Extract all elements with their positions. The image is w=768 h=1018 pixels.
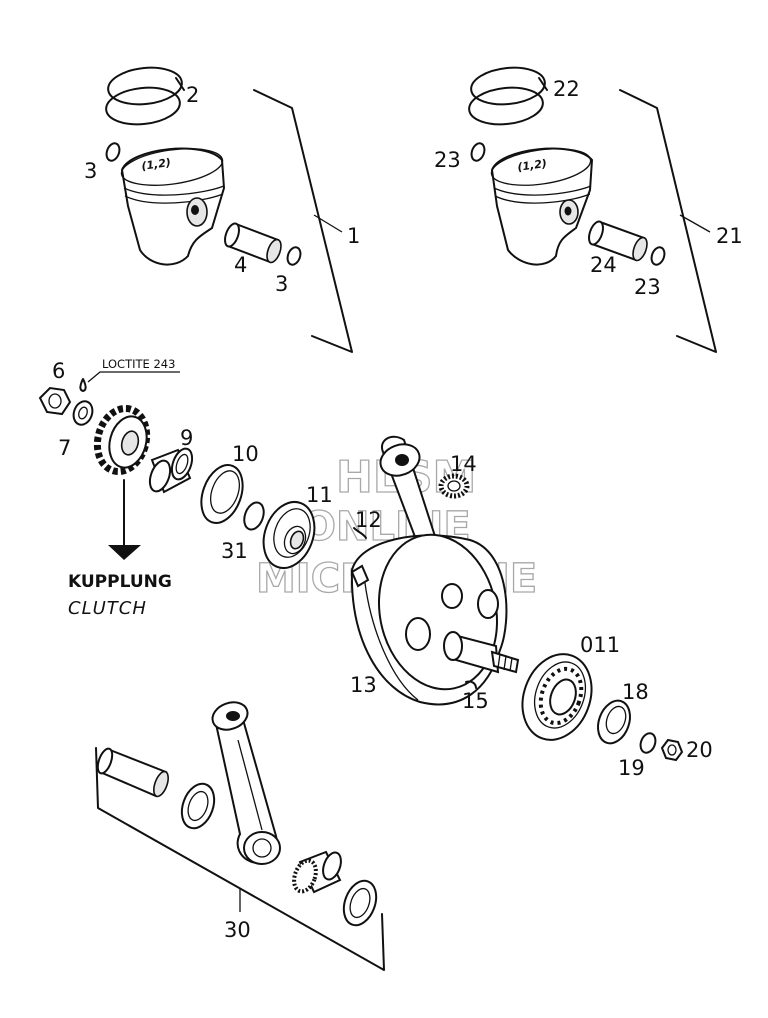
callout-30: 30	[224, 918, 251, 942]
piston-crown-left	[120, 148, 224, 186]
callout-14: 14	[450, 452, 477, 476]
crank-web-edge	[363, 574, 419, 701]
callout-23-top: 23	[434, 148, 461, 172]
washer-19	[639, 732, 657, 754]
callout-21: 21	[716, 224, 743, 248]
piston-pin-hole-left	[191, 205, 199, 215]
nut-6	[38, 386, 72, 416]
piston-ring-groove2-left	[124, 193, 224, 204]
callout-2: 2	[186, 83, 199, 107]
callout-31: 31	[221, 539, 248, 563]
piston-marking-left: (1,2)	[141, 156, 172, 173]
loctite-note: LOCTITE 243	[102, 357, 175, 371]
circlip-top-left	[105, 142, 121, 162]
piston-right	[490, 147, 594, 266]
piston-ring-upper	[107, 66, 183, 106]
piston-assembly-right: (1,2) 22 23 21 24 23	[434, 66, 743, 353]
bushing-9	[148, 447, 194, 494]
piston-ring-lower-right	[468, 86, 544, 126]
callout-23-bottom: 23	[634, 275, 661, 299]
piston-marking-right: (1,2)	[517, 157, 548, 174]
washer-7	[72, 400, 94, 426]
callout-10: 10	[232, 442, 259, 466]
piston-assembly-left: (1,2) 2 3 1 4 3	[84, 66, 360, 353]
woodruff-key-12	[353, 527, 367, 539]
callout-011: 011	[580, 633, 620, 657]
needle-bearing-kit	[292, 850, 342, 894]
piston-crown-right	[490, 148, 592, 186]
crank-pin	[96, 747, 169, 798]
leader-1	[313, 214, 343, 233]
callout-6: 6	[52, 359, 65, 383]
callout-1: 1	[347, 224, 360, 248]
callout-15: 15	[462, 689, 489, 713]
left-shaft-parts: LOCTITE 243 KUPPLUNG CLUTCH	[38, 357, 333, 619]
main-bearing-11	[262, 501, 316, 569]
shaft-seal-10	[200, 464, 244, 524]
ball-bearing-011	[521, 653, 593, 741]
callout-3-bottom: 3	[275, 272, 288, 296]
crank-hole-left	[405, 617, 431, 651]
callout-7: 7	[58, 436, 71, 460]
crankshaft-assembly: 14 12 13 15	[350, 435, 520, 713]
connecting-rod-kit	[211, 701, 281, 865]
callout-13: 13	[350, 673, 377, 697]
callout-9: 9	[180, 426, 193, 450]
bracket-conrod-kit	[95, 747, 385, 971]
callout-24: 24	[590, 253, 617, 277]
callout-20: 20	[686, 738, 713, 762]
piston-left	[120, 147, 226, 266]
primary-gear	[93, 404, 151, 476]
leader-21	[679, 214, 711, 233]
nut-20	[660, 738, 684, 762]
woodruff-key-15	[465, 680, 477, 689]
shaft-seal-18	[597, 699, 631, 745]
piston-pin-right	[588, 220, 648, 262]
loctite-leader	[87, 371, 180, 383]
piston-ring-groove-left	[123, 185, 225, 196]
callout-19: 19	[618, 756, 645, 780]
circlip-bottom-left	[286, 246, 302, 266]
callout-11: 11	[306, 483, 333, 507]
shaft-stub-left	[350, 564, 370, 588]
callout-22: 22	[553, 77, 580, 101]
callout-4: 4	[234, 253, 247, 277]
clutch-arrow-head	[108, 545, 141, 560]
thrust-washer-upper	[180, 782, 216, 830]
o-ring-31	[243, 501, 265, 531]
clutch-label-de: KUPPLUNG	[68, 572, 172, 592]
clutch-label-en: CLUTCH	[68, 598, 147, 619]
loctite-drop	[79, 378, 87, 392]
circlip-bottom-right	[650, 246, 666, 266]
piston-ring-upper-right	[470, 66, 546, 106]
callout-18: 18	[622, 680, 649, 704]
right-shaft-parts: 011 18 19 20	[521, 633, 713, 780]
bracket-left-piston	[253, 89, 353, 353]
piston-ring-lower	[105, 86, 181, 126]
crank-hole-right	[477, 589, 499, 619]
needle-bearing-14	[438, 473, 470, 499]
bracket-right-piston	[619, 89, 717, 353]
ring-gap	[175, 77, 185, 91]
callout-12: 12	[355, 508, 382, 532]
crank-hole-top	[441, 583, 463, 609]
callout-3-top: 3	[84, 159, 97, 183]
conrod-kit-30: 30	[95, 701, 385, 971]
thrust-washer-lower	[342, 879, 378, 927]
piston-pin-left	[224, 222, 282, 264]
circlip-top-right	[470, 142, 486, 162]
